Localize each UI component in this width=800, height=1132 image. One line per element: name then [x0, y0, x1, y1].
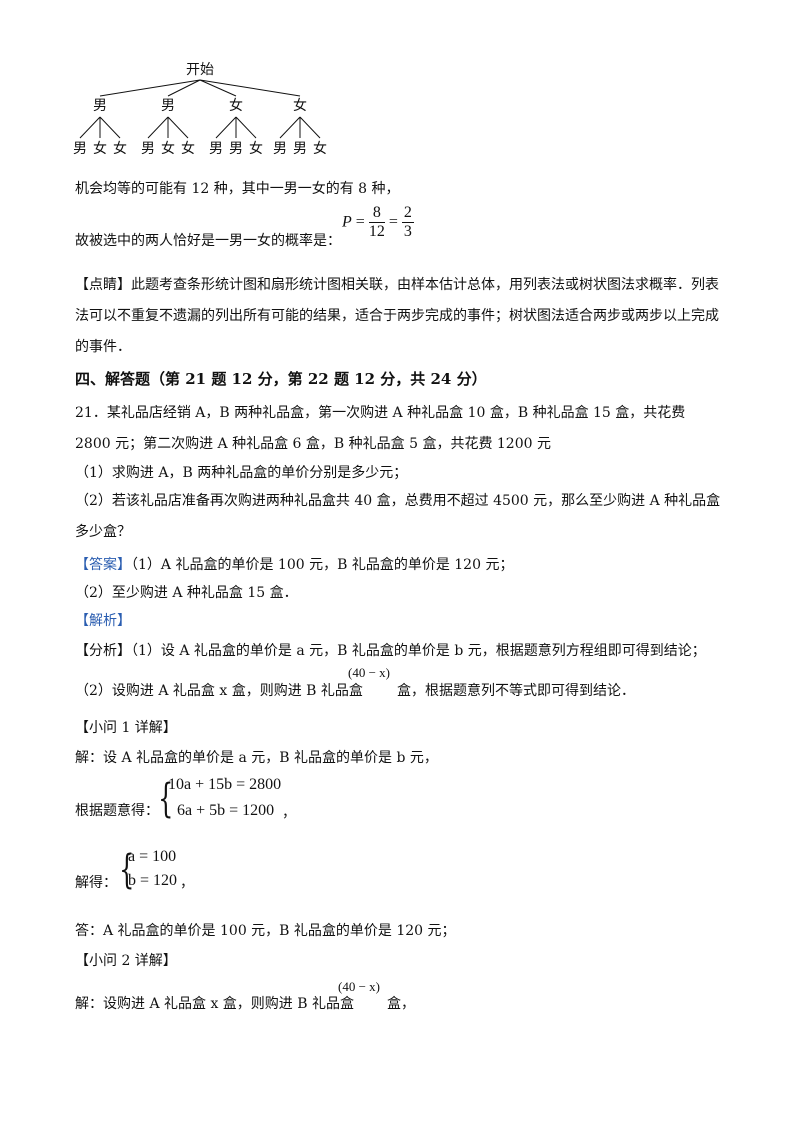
tree-l2-1-0: 男	[141, 141, 155, 157]
q21-part2: （2）若该礼品店准备再次购进两种礼品盒共 40 盒，总费用不超过 4500 元，…	[75, 493, 721, 540]
comment-paragraph: 【点睛】此题考查条形统计图和扇形统计图相关联，由样本估计总体，用列表法或树状图法…	[75, 270, 723, 363]
fraction-8-12: 8 12	[368, 204, 385, 241]
system-brace-1: {	[158, 776, 174, 822]
section-title: 四、解答题（第 21 题 12 分，第 22 题 12 分，共 24 分）	[75, 370, 487, 388]
sub1-answer: 答：A 礼品盒的单价是 100 元，B 礼品盒的单价是 120 元；	[75, 923, 456, 939]
q21-stem: 21．某礼品店经销 A，B 两种礼品盒，第一次购进 A 种礼品盒 10 盒，B …	[75, 405, 686, 452]
fenxi-line1: 【分析】（1）设 A 礼品盒的单价是 a 元，B 礼品盒的单价是 b 元，根据题…	[75, 640, 706, 660]
tree-l2-2-1: 男	[229, 141, 243, 157]
answer-label: 【答案】	[75, 557, 131, 573]
fraction-denominator: 3	[403, 223, 412, 240]
comment-label: 【点睛】	[75, 277, 131, 293]
system2-eq1: a = 100	[128, 848, 177, 865]
tree-l2-3-2: 女	[313, 140, 327, 157]
sub1-label: 【小问 1 详解】	[75, 720, 177, 736]
tree-branch-lines	[79, 116, 321, 139]
analysis-label: 【解析】	[75, 613, 131, 629]
tree-root: 开始	[186, 62, 214, 78]
tree-l2-0-0: 男	[73, 141, 87, 157]
fenxi-label: 【分析】	[75, 643, 131, 659]
tree-l2-0-1: 女	[93, 140, 107, 157]
system1-comma: ，	[282, 805, 296, 821]
tree-l2-3-0: 男	[273, 141, 287, 157]
tree-l2-1-1: 女	[161, 140, 175, 157]
fenxi-line2-a: （2）设购进 A 礼品盒 x 盒，则购进 B 礼品盒	[75, 683, 363, 699]
q21-part1: （1）求购进 A，B 两种礼品盒的单价分别是多少元；	[75, 465, 408, 481]
tree-l2-1-2: 女	[181, 140, 195, 157]
tree-l2-0-2: 女	[113, 140, 127, 157]
answer-text1: （1）A 礼品盒的单价是 100 元，B 礼品盒的单价是 120 元；	[131, 557, 514, 573]
tree-l2-2-2: 女	[249, 140, 263, 157]
sub1-eq-label: 根据题意得：	[75, 803, 159, 819]
fraction-2-3: 2 3	[401, 204, 414, 241]
system1-eq1: 10a + 15b = 2800	[168, 776, 282, 793]
fraction-numerator: 8	[368, 204, 385, 223]
fenxi-text1: （1）设 A 礼品盒的单价是 a 元，B 礼品盒的单价是 b 元，根据题意列方程…	[131, 643, 706, 659]
equals-sign: =	[355, 213, 365, 231]
comment-text: 此题考查条形统计图和扇形统计图相关联，由样本估计总体，用列表法或树状图法求概率．…	[75, 277, 719, 355]
tree-l2-3-1: 男	[293, 141, 307, 157]
tree-l1-2: 女	[229, 97, 243, 114]
tree-diagram: 开始 男 男 女 女 男 女 女 男 女 女 男 男 女 男 男 女	[73, 62, 327, 157]
prev-line1: 机会均等的可能有 12 种，其中一男一女的有 8 种，	[75, 181, 400, 197]
fraction-denominator: 12	[368, 223, 385, 240]
system2-eq2: b = 120	[128, 872, 178, 889]
tree-l1-0: 男	[93, 98, 107, 114]
system1-eq2: 6a + 5b = 1200	[177, 802, 275, 819]
answer-line2: （2）至少购进 A 种礼品盒 15 盒．	[75, 585, 298, 601]
system-brace-2: {	[119, 847, 135, 893]
tree-l1-1: 男	[161, 98, 175, 114]
p-variable: P	[342, 213, 352, 231]
tree-l2-2-0: 男	[209, 141, 223, 157]
sub2-line1-b: 盒，	[387, 996, 415, 1012]
answer-line1: 【答案】（1）A 礼品盒的单价是 100 元，B 礼品盒的单价是 120 元；	[75, 554, 513, 574]
fraction-numerator: 2	[401, 204, 414, 223]
probability-formula: P = 8 12 = 2 3	[342, 204, 414, 241]
sub2-line1-a: 解：设购进 A 礼品盒 x 盒，则购进 B 礼品盒	[75, 996, 354, 1012]
tree-root-lines	[99, 79, 301, 97]
fenxi-expression: (40 − x)	[348, 665, 390, 680]
fenxi-line2-b: 盒，根据题意列不等式即可得到结论．	[397, 683, 635, 699]
sub1-line1: 解：设 A 礼品盒的单价是 a 元，B 礼品盒的单价是 b 元，	[75, 750, 438, 766]
system2-comma: ，	[180, 875, 194, 891]
sub2-label: 【小问 2 详解】	[75, 953, 177, 969]
equals-sign: =	[388, 213, 398, 231]
prev-line2: 故被选中的两人恰好是一男一女的概率是：	[75, 233, 341, 249]
tree-l1-3: 女	[293, 97, 307, 114]
sub2-expression: (40 − x)	[338, 979, 380, 994]
solve-label: 解得：	[75, 875, 117, 891]
